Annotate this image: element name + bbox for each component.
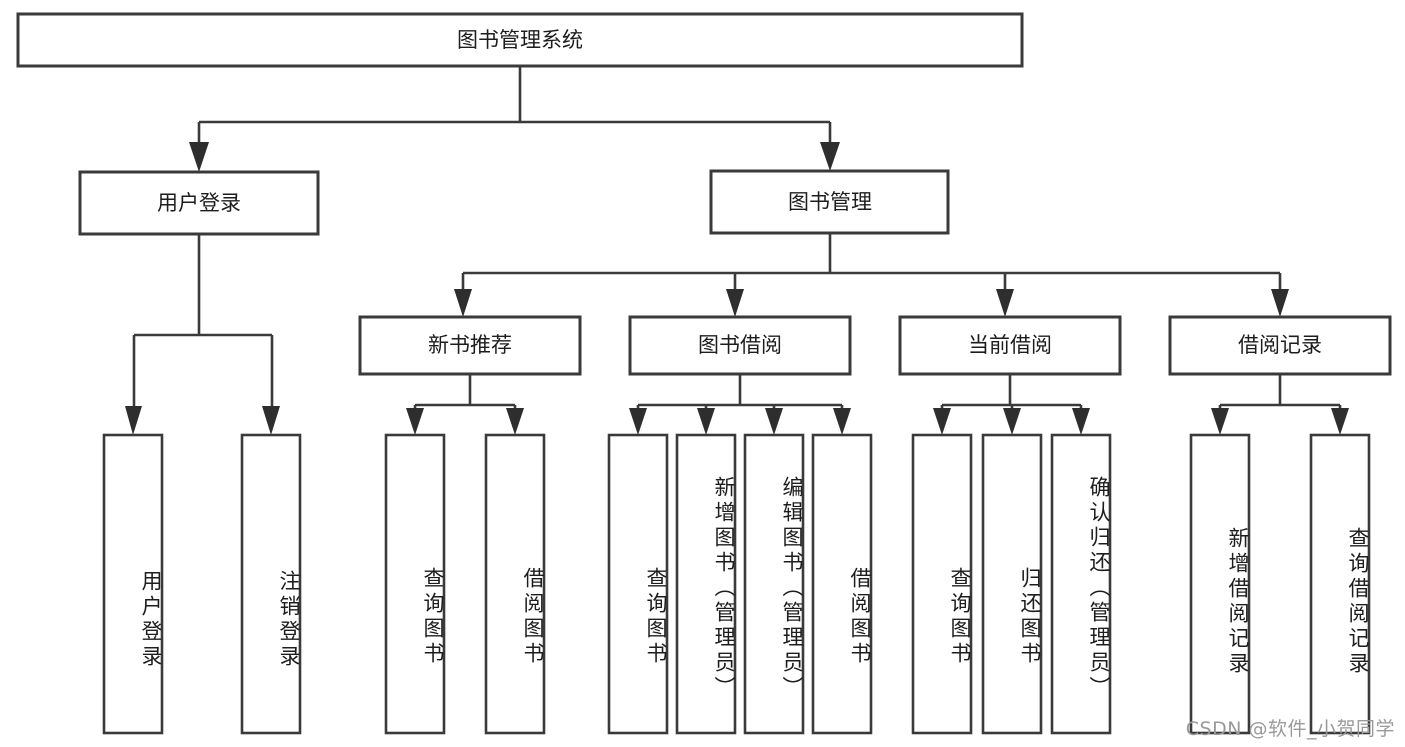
arrowhead-leaf-confirm-return-admin — [1072, 408, 1090, 435]
node-book-borrow-label: 图书借阅 — [698, 333, 782, 357]
node-root-rect[interactable] — [16, 12, 1024, 68]
leaf-add-book-admin-rect[interactable] — [675, 433, 737, 735]
connector-borrow-record-to-leaves — [1211, 374, 1349, 435]
arrowhead-borrow-record — [1271, 289, 1289, 317]
leaf-borrow-book-rect[interactable] — [811, 433, 873, 735]
node-borrow-record-label: 借阅记录 — [1238, 333, 1322, 357]
arrowhead-leaf-query-book-borrow — [629, 408, 647, 435]
leaf-add-borrow-record-rect[interactable] — [1189, 433, 1251, 735]
arrowhead-new-book-recommend — [454, 289, 472, 317]
node-book-borrow[interactable]: 图书借阅 — [628, 315, 852, 376]
node-user-login[interactable]: 用户登录 — [78, 170, 320, 236]
leaf-user-login-rect[interactable] — [102, 433, 164, 735]
arrowhead-leaf-user-login — [125, 406, 142, 435]
arrowhead-leaf-borrow-book-recommend — [506, 408, 524, 435]
arrowhead-book-management — [820, 142, 840, 171]
arrowhead-book-borrow — [726, 289, 744, 317]
connector-book-borrow-to-leaves — [629, 374, 851, 435]
leaf-query-book-borrow-rect[interactable] — [607, 433, 669, 735]
node-book-management-label: 图书管理 — [788, 190, 872, 214]
arrowhead-leaf-add-borrow-record — [1211, 408, 1229, 435]
node-current-borrow-rect[interactable] — [898, 315, 1122, 376]
leaf-query-book-current-rect[interactable] — [911, 433, 973, 735]
node-new-book-recommend-rect[interactable] — [358, 315, 582, 376]
node-borrow-record-rect[interactable] — [1168, 315, 1392, 376]
leaf-borrow-book-recommend-rect[interactable] — [484, 433, 546, 735]
node-root[interactable]: 图书管理系统 — [16, 12, 1024, 68]
connector-root-to-level2 — [189, 66, 840, 172]
leaf-boxes — [102, 433, 1371, 735]
node-current-borrow-label: 当前借阅 — [968, 333, 1052, 357]
leaf-confirm-return-admin-rect[interactable] — [1050, 433, 1112, 735]
leaf-query-borrow-record-rect[interactable] — [1309, 433, 1371, 735]
arrowhead-leaf-add-book-admin — [697, 408, 715, 435]
connector-book-management-to-level3 — [454, 233, 1289, 317]
node-new-book-recommend[interactable]: 新书推荐 — [358, 315, 582, 376]
leaf-user-logout-rect[interactable] — [240, 433, 302, 735]
leaf-edit-book-admin-rect[interactable] — [743, 433, 805, 735]
connector-current-borrow-to-leaves — [933, 374, 1090, 435]
arrowhead-leaf-query-book-current — [933, 408, 951, 435]
arrowhead-leaf-query-book-recommend — [406, 408, 424, 435]
csdn-watermark: CSDN @软件_小贺同学 — [1185, 718, 1395, 740]
node-root-label: 图书管理系统 — [457, 28, 583, 52]
leaf-return-book-rect[interactable] — [981, 433, 1043, 735]
node-user-login-label: 用户登录 — [157, 191, 241, 215]
leaf-query-book-recommend-rect[interactable] — [384, 433, 446, 735]
node-new-book-recommend-label: 新书推荐 — [428, 333, 512, 357]
node-user-login-rect[interactable] — [78, 170, 320, 236]
arrowhead-user-login — [189, 142, 209, 172]
arrowhead-current-borrow — [996, 289, 1014, 317]
node-current-borrow[interactable]: 当前借阅 — [898, 315, 1122, 376]
arrowhead-leaf-return-book — [1003, 408, 1021, 435]
arrowhead-leaf-borrow-book — [833, 408, 851, 435]
node-book-management[interactable]: 图书管理 — [709, 169, 950, 235]
arrowhead-leaf-user-logout — [262, 406, 280, 435]
node-book-borrow-rect[interactable] — [628, 315, 852, 376]
node-borrow-record[interactable]: 借阅记录 — [1168, 315, 1392, 376]
node-book-management-rect[interactable] — [709, 169, 950, 235]
arrowhead-leaf-query-borrow-record — [1331, 408, 1349, 435]
arrowhead-leaf-edit-book-admin — [765, 408, 783, 435]
connector-new-book-recommend-to-leaves — [406, 374, 524, 435]
connector-user-login-to-leaves — [125, 234, 280, 435]
